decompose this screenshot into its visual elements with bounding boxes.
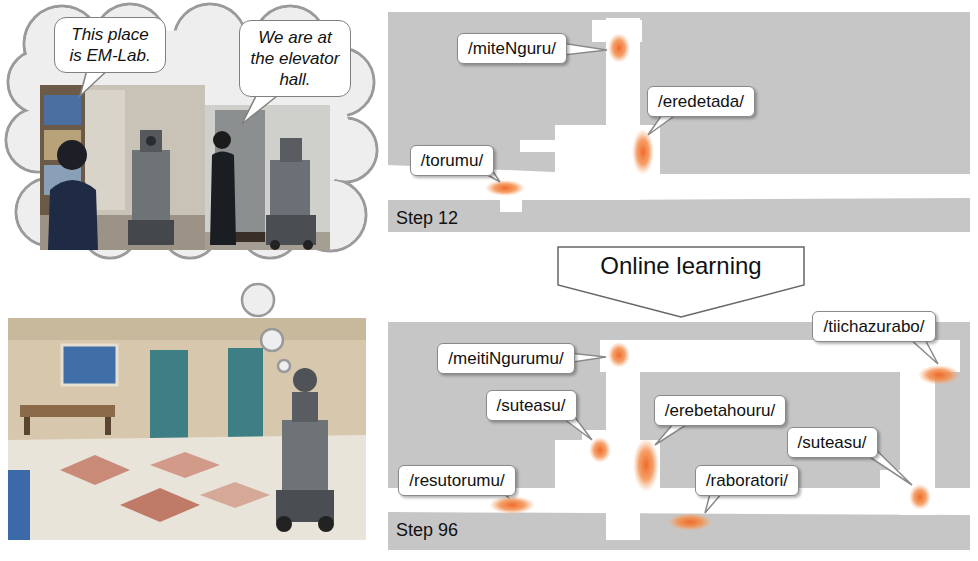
node-text: /suteasu/ (497, 396, 566, 415)
node-text: /raboratori/ (706, 471, 788, 490)
map-step-12 (388, 12, 970, 232)
word-callout: /resutorumu/ (398, 465, 515, 496)
word-callout: /erebetahouru/ (654, 395, 787, 426)
node-text: /meitiNgurumu/ (448, 349, 563, 368)
thought-bubbles (242, 284, 290, 372)
word-callout: /eredetada/ (647, 86, 755, 117)
node-text: Online learning (556, 252, 806, 280)
location-blob (485, 33, 960, 531)
word-callout: /tiichazurabo/ (812, 311, 935, 342)
node-text: /suteasu/ (798, 433, 867, 452)
step-label: Step 96 (396, 519, 458, 541)
speech-bubble: This place is EM-Lab. (54, 17, 166, 73)
map-step-96 (388, 322, 970, 550)
speech-bubble: We are at the elevator hall. (239, 20, 351, 97)
word-callout: /raboratori/ (695, 465, 799, 496)
step-label: Step 12 (396, 207, 458, 229)
speech-tail (242, 92, 282, 124)
word-callout: /suteasu/ (486, 390, 577, 421)
node-text: /resutorumu/ (409, 471, 504, 490)
word-callout: /miteNguru/ (457, 33, 567, 64)
node-text: /miteNguru/ (468, 39, 556, 58)
node-text: We are at the elevator hall. (251, 28, 340, 89)
node-text: /erebetahouru/ (665, 401, 776, 420)
thought-cloud-outline (6, 4, 377, 258)
node-text: This place is EM-Lab. (69, 25, 150, 65)
word-callout: /suteasu/ (787, 427, 878, 458)
callout-tail (468, 42, 938, 513)
photo-em-lab (40, 85, 205, 250)
node-text: /torumu/ (421, 151, 483, 170)
word-callout: /torumu/ (410, 145, 494, 176)
photo-elevator (205, 105, 330, 250)
word-callout: /meitiNgurumu/ (437, 343, 574, 374)
node-text: /eredetada/ (658, 92, 744, 111)
photo-elevator-hall (8, 318, 366, 540)
node-text: /tiichazurabo/ (823, 317, 924, 336)
thought-cloud-fill (8, 6, 376, 257)
block-arrow: Online learning (556, 245, 806, 319)
